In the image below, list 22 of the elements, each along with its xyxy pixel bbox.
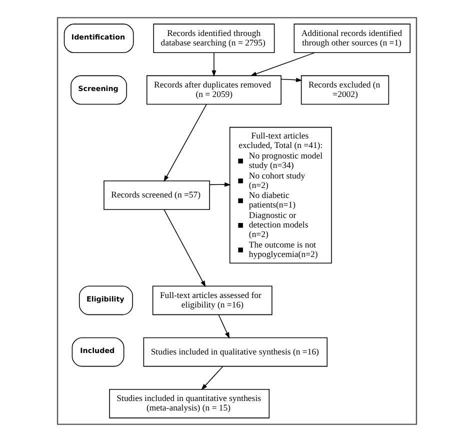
arrow: [212, 52, 216, 77]
node-box: Eligibility: [78, 286, 133, 316]
arrow: [209, 182, 231, 187]
node-box: Studies included in quantitative synthesis (meta-analysis) (n = 15): [109, 388, 270, 418]
node-box: Records identified through database searching (n = 2795): [153, 24, 275, 54]
node-box: Full-text articles assessed for eligibility (n =16): [152, 286, 272, 316]
node-box: Included: [72, 337, 124, 367]
arrow: [164, 209, 206, 288]
node-box: Records excluded (n =2002): [300, 75, 390, 105]
arrow: [201, 366, 224, 390]
arrow: [250, 52, 316, 76]
node-box: Screening: [70, 75, 128, 105]
node-box: Full-text articles excluded, Total (n =41): No prognostic model study (n=34) No cohort study (n=2) No diabetic patients(n=1) Diagnostic or detection models (n=2) The outcome is not hypoglycemia(n=2): [229, 126, 332, 264]
arrow: [280, 78, 302, 82]
arrow: [218, 314, 230, 339]
node-box: Records screened (n =57): [104, 180, 210, 210]
arrow: [164, 104, 207, 182]
node-box: Identification: [64, 24, 134, 54]
cluster: [56, 17, 418, 425]
node-box: Studies included in qualitative synthesis (n =16): [143, 337, 328, 367]
node-box: Records after duplicates removed (n = 2059): [146, 75, 282, 105]
node-box: Additional records identified through other sources (n =1): [294, 24, 411, 54]
